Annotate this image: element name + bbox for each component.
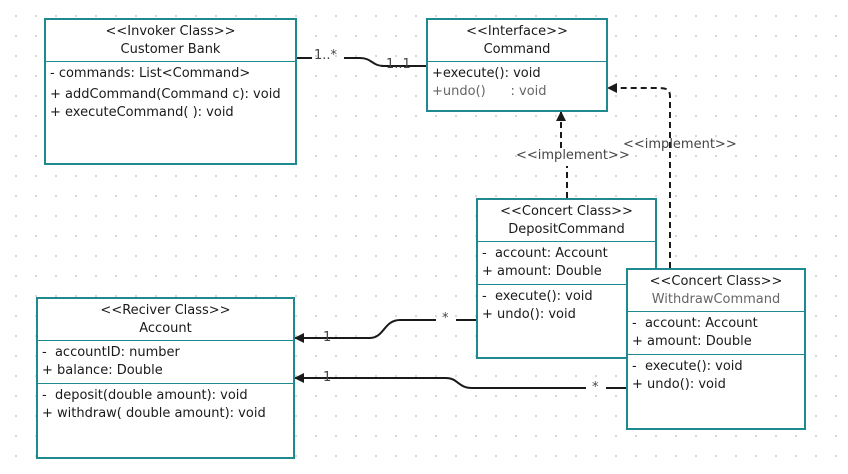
method: +execute(): void [432,66,541,81]
association-deposit-account[interactable] [295,319,476,338]
stereotype: <<Invoker Class>> [105,24,236,39]
class-customer-bank[interactable]: <<Invoker Class>> Customer Bank - comman… [44,18,297,165]
methods-section: - deposit(double amount): void + withdra… [38,383,293,426]
multiplicity-invoker: 1..* [314,48,338,63]
attribute: - commands: List<Command> [50,66,251,81]
class-name: DepositCommand [508,222,625,237]
implement-label-deposit: <<implement>> [516,148,630,163]
method: - execute(): void [632,359,743,374]
stereotype: <<Interface>> [466,24,568,39]
association-invoker-command[interactable] [297,57,426,67]
class-header: <<Concert Class>> WithdrawCommand [628,270,804,311]
interface-command[interactable]: <<Interface>> Command +execute(): void +… [426,18,608,112]
multiplicity-account-withdraw: 1 [323,370,332,385]
attribute: - accountID: number [42,345,180,360]
multiplicity-deposit: * [442,311,449,326]
class-header: <<Interface>> Command [428,20,606,61]
class-withdraw-command[interactable]: <<Concert Class>> WithdrawCommand - acco… [626,268,806,430]
attribute: - account: Account [632,316,758,331]
method: + undo(): void [482,307,576,322]
implement-label-withdraw: <<implement>> [623,137,737,152]
methods-section: - execute(): void + undo(): void [478,284,655,327]
association-withdraw-account[interactable] [295,378,626,389]
methods-section: +execute(): void +undo() : void [428,61,606,104]
stereotype: <<Concert Class>> [500,204,633,219]
attributes-section: - accountID: number + balance: Double [38,340,293,383]
attribute: + balance: Double [42,363,163,378]
method: +undo() : void [432,84,547,99]
method: - execute(): void [482,289,593,304]
attributes-section: - commands: List<Command> [46,61,295,86]
attribute: - account: Account [482,246,608,261]
method: + undo(): void [632,377,726,392]
methods-section: - execute(): void + undo(): void [628,354,804,397]
class-name: WithdrawCommand [651,292,781,307]
class-header: <<Reciver Class>> Account [38,299,293,340]
multiplicity-account-deposit: 1 [323,330,332,345]
method: + withdraw( double amount): void [42,406,266,421]
method: + addCommand(Command c): void [50,87,281,102]
realization-withdraw-command[interactable] [607,83,671,268]
method: + executeCommand( ): void [50,105,234,120]
stereotype: <<Concert Class>> [649,274,783,289]
class-header: <<Invoker Class>> Customer Bank [46,20,295,61]
class-account[interactable]: <<Reciver Class>> Account - accountID: n… [36,297,295,459]
attribute: + amount: Double [632,334,752,349]
stereotype: <<Reciver Class>> [100,303,231,318]
realization-deposit-command[interactable] [561,112,567,198]
multiplicity-command: 1..1 [386,57,411,72]
attributes-section: - account: Account + amount: Double [478,241,655,284]
method: - deposit(double amount): void [42,388,248,403]
multiplicity-withdraw: * [592,380,599,395]
class-name: Account [139,321,192,336]
attribute: + amount: Double [482,264,602,279]
class-header: <<Concert Class>> DepositCommand [478,200,655,241]
class-name: Command [483,42,551,57]
methods-section: + addCommand(Command c): void + executeC… [46,86,295,125]
class-name: Customer Bank [120,42,221,57]
attributes-section: - account: Account + amount: Double [628,311,804,354]
